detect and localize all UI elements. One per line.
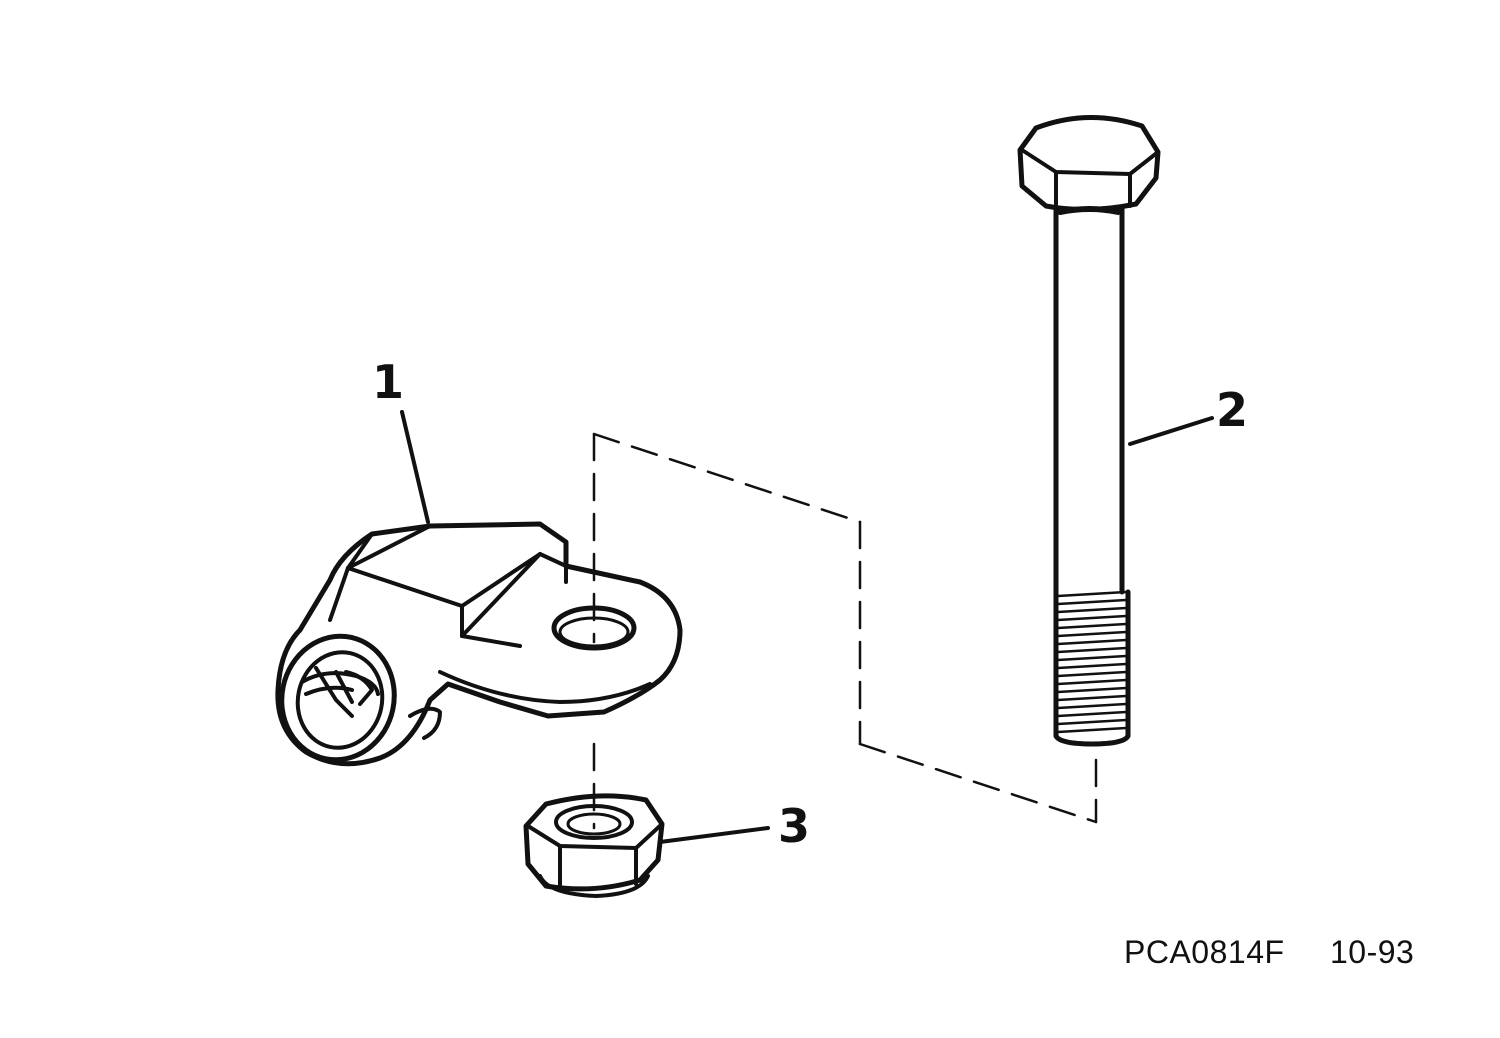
bracket-part: [275, 521, 683, 767]
figure-code: PCA0814F: [1124, 934, 1285, 970]
callout-2-label: 2: [1216, 383, 1248, 437]
callout-3-label: 3: [778, 799, 810, 853]
callout-3-leader: [658, 826, 770, 844]
figure-date: 10-93: [1330, 934, 1415, 970]
bolt-part: [1017, 114, 1161, 747]
assembly-centerlines: [592, 432, 1098, 830]
callout-1-leader: [400, 410, 430, 524]
callout-2-leader: [1128, 416, 1214, 446]
callout-1-label: 1: [372, 355, 404, 409]
